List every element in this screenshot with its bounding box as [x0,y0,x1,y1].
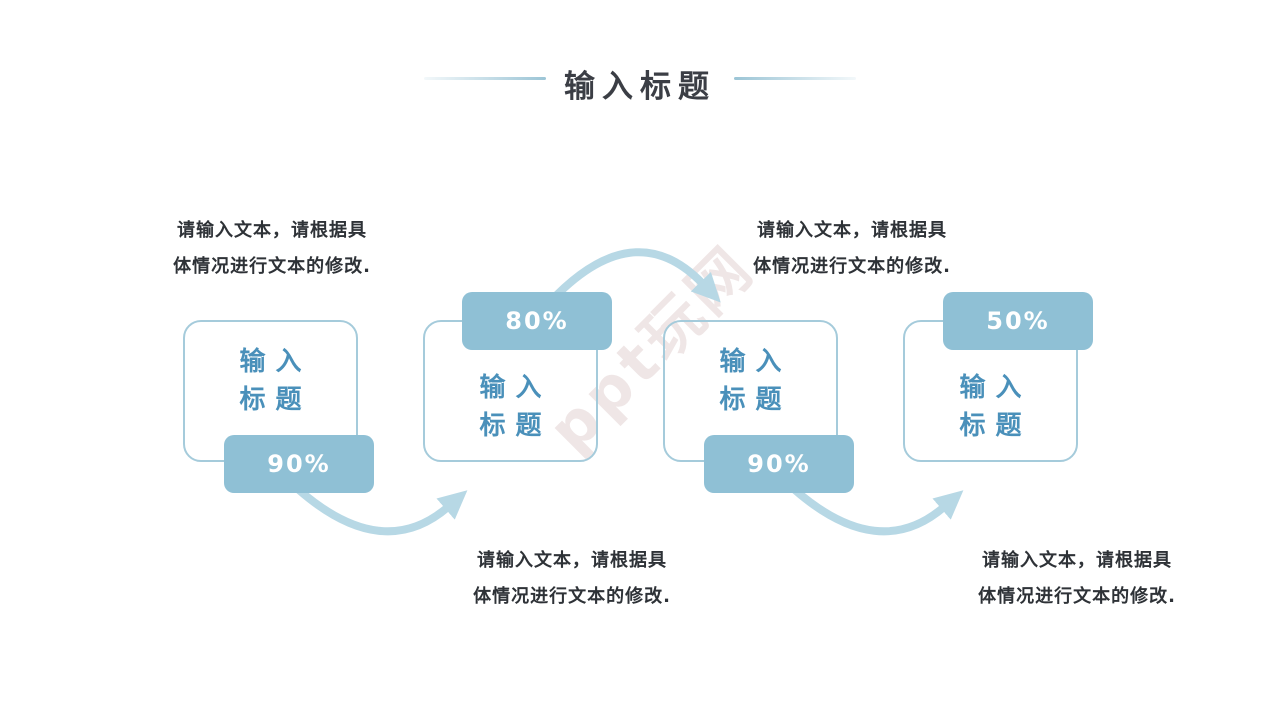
step-box-3: 输入 标题 [663,320,838,462]
curved-arrow-icon-3 [792,486,964,536]
step-box-4: 输入 标题 [903,320,1078,462]
caption-bottom-right: 请输入文本，请根据具 体情况进行文本的修改. [957,543,1197,615]
caption-line2: 体情况进行文本的修改. [978,586,1176,607]
step-title-line1: 输入 [479,373,552,403]
caption-line1: 请输入文本，请根据具 [177,220,367,241]
title-divider-right [734,77,856,80]
title-divider-left [424,77,546,80]
step-title-line2: 标题 [959,411,1032,441]
page-title: 输入标题 [564,69,716,105]
caption-top-right: 请输入文本，请根据具 体情况进行文本的修改. [732,213,972,285]
caption-bottom-center: 请输入文本，请根据具 体情况进行文本的修改. [452,543,692,615]
percent-badge-4: 50% [943,292,1093,350]
caption-line2: 体情况进行文本的修改. [753,256,951,277]
step-title-line2: 标题 [239,385,312,415]
percent-badge-3: 90% [704,435,854,493]
curved-arrow-icon-2 [546,248,721,306]
caption-line2: 体情况进行文本的修改. [173,256,371,277]
caption-line1: 请输入文本，请根据具 [757,220,947,241]
step-title-line1: 输入 [239,347,312,377]
step-title-line2: 标题 [719,385,792,415]
caption-line1: 请输入文本，请根据具 [982,550,1172,571]
step-title: 输入 标题 [185,343,356,419]
step-title: 输入 标题 [425,369,596,445]
step-title: 输入 标题 [665,343,836,419]
percent-badge-1: 90% [224,435,374,493]
step-title-line2: 标题 [479,411,552,441]
caption-top-left: 请输入文本，请根据具 体情况进行文本的修改. [152,213,392,285]
percent-badge-2: 80% [462,292,612,350]
step-title-line1: 输入 [719,347,792,377]
step-title: 输入 标题 [905,369,1076,445]
caption-line1: 请输入文本，请根据具 [477,550,667,571]
caption-line2: 体情况进行文本的修改. [473,586,671,607]
curved-arrow-icon-1 [296,486,468,536]
step-title-line1: 输入 [959,373,1032,403]
